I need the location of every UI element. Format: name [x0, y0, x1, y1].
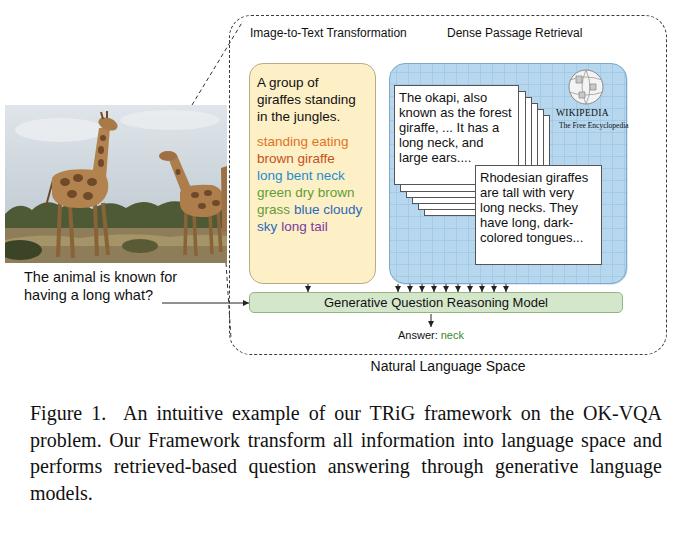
- photo-bush: [5, 240, 42, 260]
- box-text: The okapi, also known as the forest gira…: [399, 90, 514, 165]
- box-text: Generative Question Reasoning Model: [324, 295, 548, 310]
- giraffe-photo: [5, 105, 227, 263]
- question-arrow: [162, 303, 249, 304]
- giraffe-head: [159, 151, 177, 161]
- connector-arrow: [434, 284, 435, 292]
- connector-arrow: [422, 284, 423, 292]
- caption-tag: brown giraffe: [257, 151, 335, 166]
- connector-arrow: [494, 284, 495, 292]
- giraffe-leg: [103, 203, 108, 255]
- tag-list: standing eating brown giraffe long bent ne…: [257, 133, 363, 235]
- region-box: Natural Language SpaceImage-to-Text Tran…: [229, 15, 667, 355]
- giraffe-figure: [159, 151, 224, 256]
- figure-caption: Figure 1. An intuitive example of our TR…: [30, 400, 662, 506]
- giraffe-neck: [221, 166, 227, 232]
- giraffe-leg: [194, 213, 196, 256]
- photo-cloud: [15, 118, 105, 142]
- answer-label: Answer:: [398, 329, 438, 341]
- caption-box: Image-to-Text TransformationA group of g…: [249, 63, 376, 284]
- wikipedia-globe: [569, 70, 603, 104]
- retrieval-box: Dense Passage RetrievalThe okapi, also k…: [389, 63, 627, 284]
- giraffe-spot: [204, 190, 212, 196]
- retrieval-panel-fill: [390, 64, 628, 285]
- retrieval-grid: [390, 64, 628, 285]
- giraffe-horn: [106, 111, 108, 118]
- giraffe-leg: [58, 203, 60, 257]
- giraffe-spot: [73, 174, 83, 182]
- connector-arrow: [470, 284, 471, 292]
- giraffe-figure: [46, 111, 119, 258]
- photo-bush: [122, 239, 158, 253]
- giraffe-leg: [95, 204, 97, 256]
- giraffe-neck: [92, 127, 110, 178]
- connector-arrow: [308, 284, 309, 292]
- connector-arrow: [506, 284, 507, 292]
- giraffe-spot: [212, 200, 220, 206]
- box-text: A group of giraffes standing in the jung…: [257, 74, 363, 125]
- giraffe-spot: [60, 178, 70, 186]
- giraffe-spots: [60, 135, 106, 200]
- caption-tag: long tail: [281, 219, 328, 234]
- giraffe-spot: [98, 146, 104, 154]
- connector-arrow: [398, 284, 399, 292]
- passage-box: Rhodesian giraffes are tall with very lo…: [475, 165, 602, 265]
- giraffe-spot: [87, 178, 97, 186]
- box-heading: Natural Language Space: [230, 358, 666, 374]
- giraffe-spot: [100, 135, 106, 141]
- logo-wordmark: WIKIPEDIA: [556, 108, 609, 118]
- connector-arrow: [410, 284, 411, 292]
- connector-arrow: [458, 284, 459, 292]
- connector-arrow: [482, 284, 483, 292]
- connector-arrow: [446, 284, 447, 292]
- giraffe-horn: [101, 112, 103, 119]
- zoom-line: [192, 21, 243, 105]
- globe-pieces: [576, 76, 596, 98]
- giraffe-spot: [198, 203, 206, 209]
- answer-arrow: [431, 314, 432, 327]
- caption-tag: long bent neck: [257, 168, 345, 183]
- box-heading: Image-to-Text Transformation: [250, 26, 407, 40]
- globe-lines: [569, 70, 603, 104]
- giraffe-leg: [70, 205, 73, 258]
- photo-sky: [5, 105, 227, 263]
- giraffe-spots: [176, 169, 221, 209]
- answer-value: neck: [441, 329, 464, 341]
- caption-tag: standing eating: [257, 134, 349, 149]
- giraffe-neck: [169, 155, 192, 196]
- giraffe-spot: [176, 169, 181, 175]
- question-text: The animal is known for having a long wh…: [24, 268, 219, 304]
- giraffe-spot: [67, 190, 77, 198]
- giraffe-tail: [46, 180, 53, 206]
- globe-circle: [569, 70, 603, 104]
- giraffe-spot: [83, 192, 93, 200]
- photo-cloud: [120, 110, 220, 130]
- giraffe-spot: [98, 159, 104, 167]
- giraffe-leg: [210, 213, 212, 254]
- box-text: Rhodesian giraffes are tall with very lo…: [480, 170, 597, 245]
- box-heading: Dense Passage Retrieval: [447, 26, 582, 40]
- giraffe-leg: [185, 210, 186, 255]
- process-box: Generative Question Reasoning Model: [249, 292, 623, 313]
- giraffe-leg: [218, 210, 221, 252]
- giraffe-spot: [191, 192, 199, 198]
- logo-tagline: The Free Encyclopedia: [559, 121, 629, 130]
